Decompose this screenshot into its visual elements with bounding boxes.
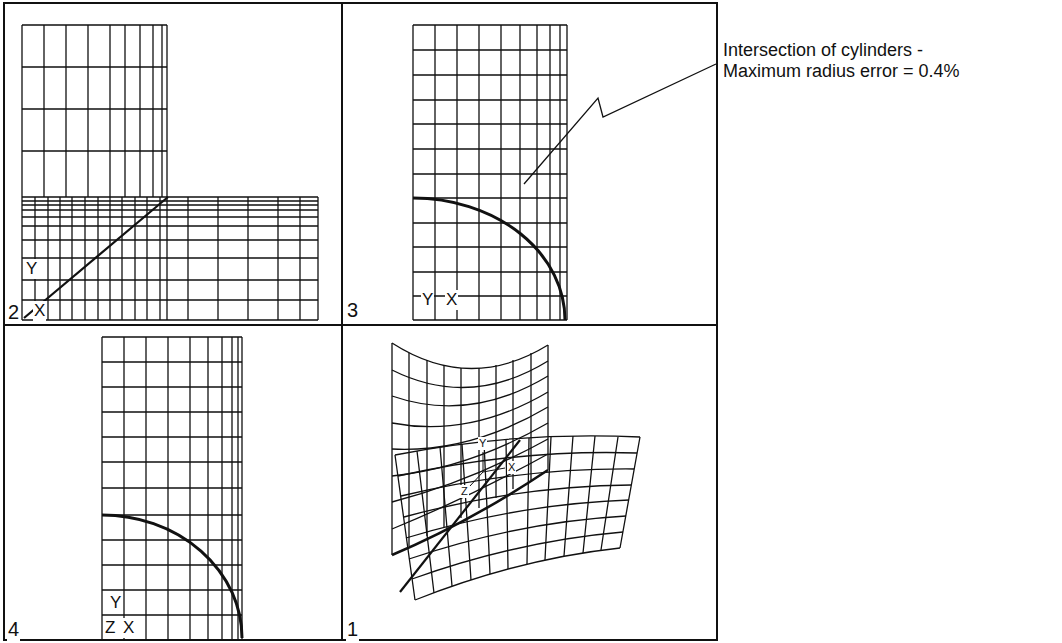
axis-label: Z [460,485,469,498]
axis-label: Y [478,437,487,450]
axis-label: Y [109,593,122,613]
axis-label: X [33,301,46,321]
axis-label: X [122,618,135,638]
panel-number: 4 [7,618,20,641]
panel-number: 2 [7,301,20,324]
axis-label: X [507,461,516,474]
axis-label: Y [421,290,434,310]
axis-label: Y [25,259,38,279]
panel-number: 1 [346,618,359,641]
callout-note: Intersection of cylinders - Maximum radi… [722,40,986,81]
axis-label: X [445,290,458,310]
axis-label: Z [104,618,116,638]
panel-number: 3 [346,299,359,322]
